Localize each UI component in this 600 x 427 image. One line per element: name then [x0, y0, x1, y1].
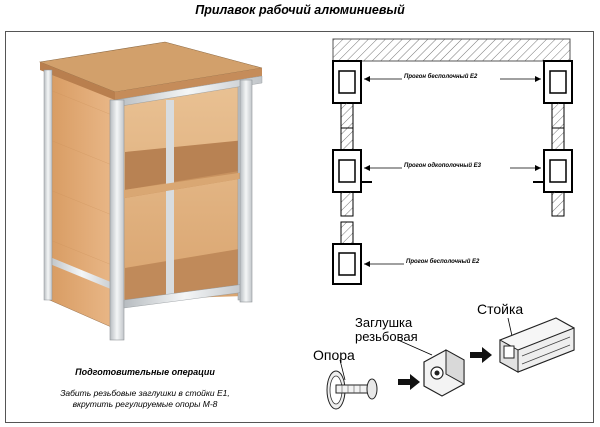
stoyka-profile	[499, 317, 575, 373]
label-e2-top: Прогон бесполочный Е2	[404, 74, 478, 80]
profile-right-1	[543, 60, 573, 129]
caption-line2: вкрутить регулируемые опоры М-8	[72, 399, 218, 409]
profile-left-3	[332, 221, 362, 285]
label-e2-bottom: Прогон бесполочный Е2	[406, 259, 480, 265]
label-stoyka: Стойка	[477, 301, 524, 317]
label-opora: Опора	[313, 347, 355, 363]
label-e3: Прогон одкополочный Е3	[404, 163, 482, 169]
page-title: Прилавок рабочий алюминиевый	[195, 3, 405, 17]
content-frame	[5, 31, 594, 423]
opora-foot	[326, 370, 378, 410]
profile-left-1	[332, 60, 362, 129]
zaglushka-plug	[423, 349, 465, 397]
arrow-right-icon	[470, 347, 492, 363]
caption-text: Забить резьбовые заглушки в стойки Е1, в…	[30, 388, 260, 410]
profile-right-2	[533, 127, 573, 217]
caption-heading: Подготовительные операции	[75, 367, 215, 377]
label-zaglushka-line2: резьбовая	[355, 329, 418, 344]
label-zaglushka: Заглушка резьбовая	[355, 316, 418, 344]
arrow-right-icon	[398, 374, 420, 390]
profile-left-2	[332, 127, 372, 217]
caption-line1: Забить резьбовые заглушки в стойки Е1,	[60, 388, 230, 398]
label-zaglushka-line1: Заглушка	[355, 315, 413, 330]
ceiling-hatch	[332, 38, 571, 62]
